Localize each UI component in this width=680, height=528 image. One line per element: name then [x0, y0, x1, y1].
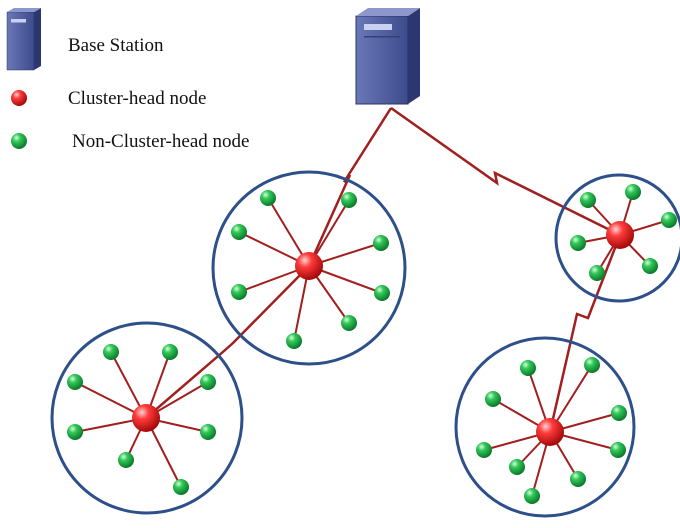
legend: Base Station Cluster-head node Non-Clust… — [6, 8, 249, 152]
base-station-legend-icon — [6, 8, 41, 71]
member-node — [231, 224, 247, 240]
member-node — [611, 405, 627, 421]
cluster-head-node — [132, 404, 160, 432]
cluster-4 — [476, 357, 627, 504]
member-node — [485, 391, 501, 407]
member-node — [570, 235, 586, 251]
member-node — [118, 452, 134, 468]
cluster-head-node — [536, 418, 564, 446]
member-node — [173, 479, 189, 495]
member-node — [260, 190, 276, 206]
member-node — [162, 344, 178, 360]
member-node — [476, 442, 492, 458]
member-node — [589, 265, 605, 281]
member-node — [200, 374, 216, 390]
member-node — [610, 442, 626, 458]
member-node — [570, 471, 586, 487]
member-node — [200, 424, 216, 440]
cluster-ring-1 — [211, 170, 407, 366]
cluster-head-node — [606, 221, 634, 249]
member-node — [625, 184, 641, 200]
base-station-server — [355, 8, 420, 105]
cluster-ring-4 — [454, 336, 636, 518]
non-cluster-head-legend-icon — [11, 133, 27, 149]
member-node — [374, 285, 390, 301]
link-base-to-cluster-3 — [390, 106, 621, 237]
member-node — [373, 235, 389, 251]
member-node — [286, 333, 302, 349]
member-node — [580, 192, 596, 208]
member-node — [524, 488, 540, 504]
base-station-legend-label: Base Station — [68, 35, 164, 56]
cluster-2 — [67, 344, 216, 495]
member-node — [67, 424, 83, 440]
member-node — [341, 315, 357, 331]
member-node — [67, 374, 83, 390]
cluster-1 — [231, 190, 390, 349]
cluster-head-legend-icon — [11, 90, 27, 106]
cluster-ring-2 — [50, 321, 244, 515]
inter-cluster-links — [145, 106, 622, 433]
member-node — [103, 344, 119, 360]
non-cluster-head-legend-label: Non-Cluster-head node — [72, 131, 249, 152]
link-cluster-1-to-cluster-2 — [145, 265, 310, 419]
cluster-rings — [50, 170, 680, 518]
member-node — [520, 360, 536, 376]
cluster-ring-3 — [554, 173, 680, 303]
member-node — [231, 284, 247, 300]
member-node — [584, 357, 600, 373]
cluster-3 — [570, 184, 677, 281]
member-node — [509, 459, 525, 475]
member-node — [341, 192, 357, 208]
member-node — [661, 212, 677, 228]
cluster-head-node — [295, 252, 323, 280]
cluster-head-legend-label: Cluster-head node — [68, 88, 206, 109]
member-node — [642, 258, 658, 274]
